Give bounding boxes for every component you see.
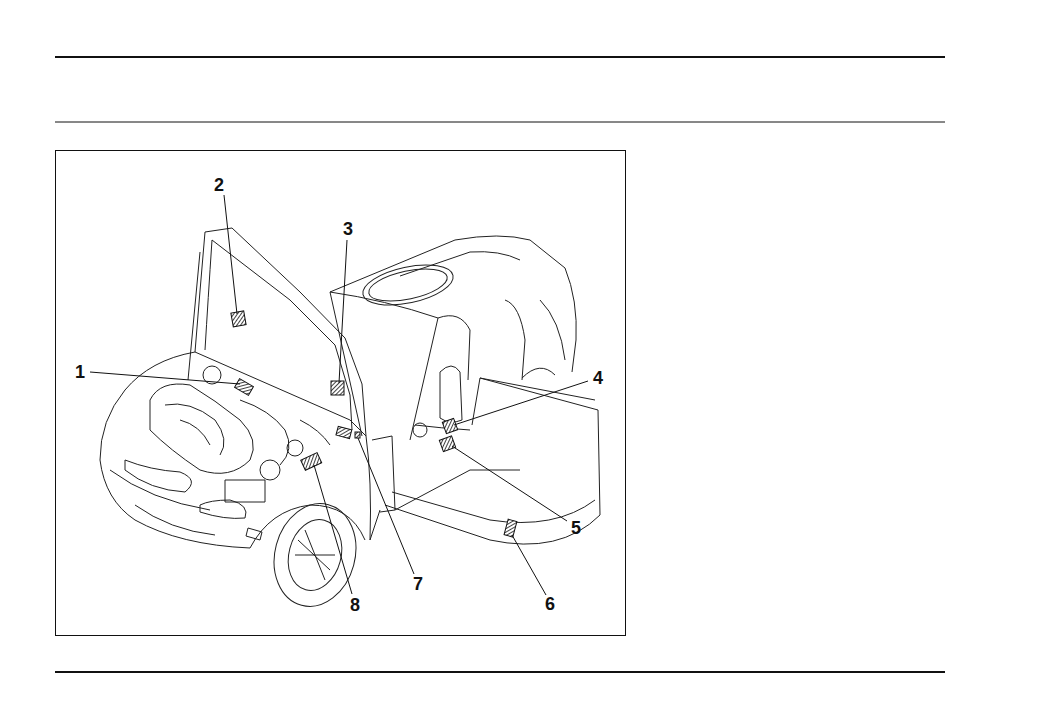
callout-number: 7 (413, 574, 423, 594)
header-rule (55, 122, 945, 123)
header-rule (55, 56, 945, 58)
label-patch (231, 311, 517, 537)
callout-number: 2 (214, 175, 224, 195)
callout-number: 6 (545, 594, 555, 614)
car-outline (100, 228, 600, 616)
callout-number: 8 (350, 595, 360, 615)
callout-number: 1 (75, 362, 85, 382)
callout-number: 5 (571, 518, 581, 538)
callout-number: 4 (593, 368, 603, 388)
leader-line (90, 195, 588, 595)
callout-number: 3 (343, 219, 353, 239)
figure-frame (56, 151, 626, 636)
footer-rule (55, 671, 945, 673)
